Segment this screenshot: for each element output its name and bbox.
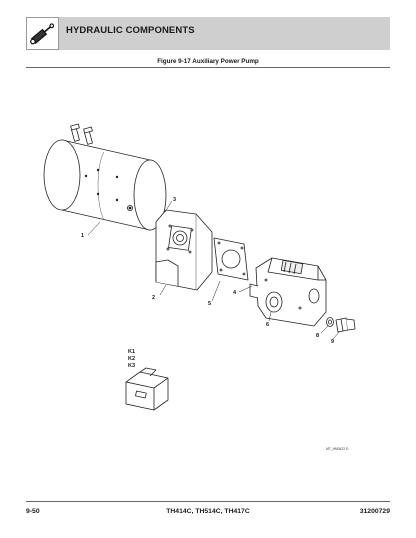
callout-4: 4 xyxy=(233,290,237,296)
fitting-part xyxy=(335,317,356,333)
kit-label-k3: K3 xyxy=(128,363,136,369)
washer-part xyxy=(326,317,334,327)
kit-labels: K1 K2 K3 xyxy=(128,349,135,370)
model-list: TH414C, TH514C, TH417C xyxy=(166,508,250,515)
footer-divider xyxy=(26,501,390,502)
kit-label-k1: K1 xyxy=(128,349,136,355)
kit-label-k2: K2 xyxy=(128,356,136,362)
gasket-part xyxy=(213,237,249,281)
caption-divider xyxy=(26,67,390,68)
callout-9: 9 xyxy=(331,339,335,345)
page-number: 9-50 xyxy=(26,508,40,515)
kit-box-part xyxy=(125,367,169,411)
header-bar xyxy=(26,17,390,50)
callout-3: 3 xyxy=(173,197,177,203)
drawing-id: MT_HM0422 D xyxy=(326,447,349,451)
callout-6: 6 xyxy=(266,322,270,328)
hydraulic-cylinder-icon xyxy=(26,17,59,50)
section-title: HYDRAULIC COMPONENTS xyxy=(66,25,195,36)
document-number: 31200729 xyxy=(359,508,390,515)
pump-part xyxy=(249,257,327,327)
callout-8: 8 xyxy=(316,333,320,339)
callout-5: 5 xyxy=(208,301,212,307)
mounting-bracket-part xyxy=(155,209,213,291)
motor-part xyxy=(43,123,167,231)
figure-caption: Figure 9-17 Auxiliary Power Pump xyxy=(157,58,259,65)
leader-lines xyxy=(87,200,341,340)
callout-1: 1 xyxy=(81,233,85,239)
callout-2: 2 xyxy=(152,295,156,301)
